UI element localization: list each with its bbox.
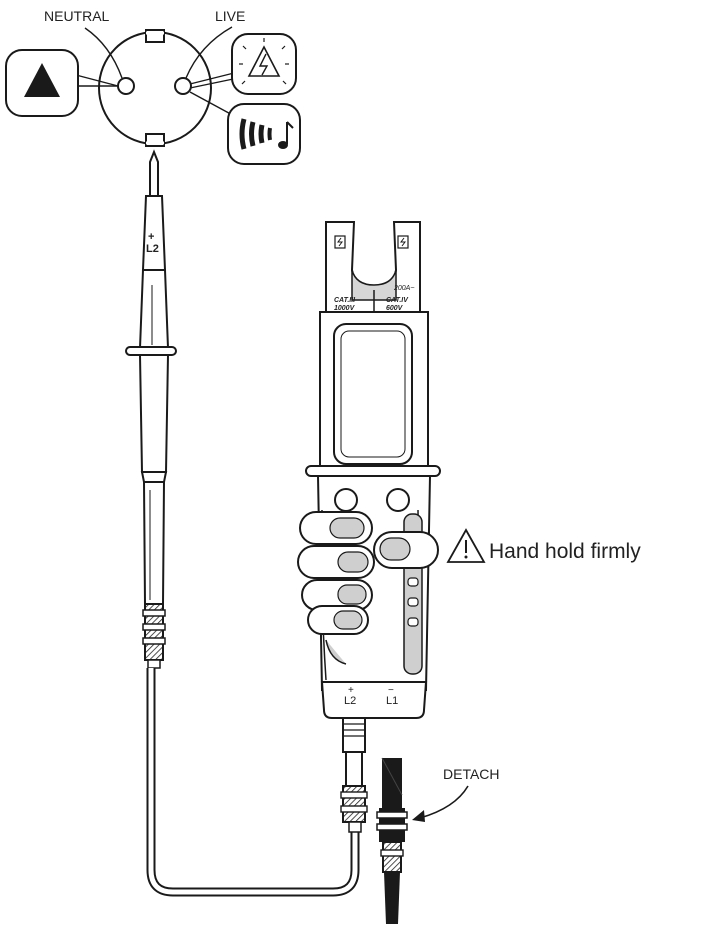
right-button[interactable] xyxy=(386,488,410,512)
detached-connector[interactable] xyxy=(376,757,408,924)
caution-note: Hand hold firmly xyxy=(446,528,641,563)
caution-triangle-icon xyxy=(446,528,486,563)
jaw-amps-label: 200A~ xyxy=(393,285,414,292)
l2-connector[interactable] xyxy=(340,717,368,833)
hand-hold-label: Hand hold firmly xyxy=(489,540,641,563)
jaw-cat-right-2: 600V xyxy=(386,305,404,312)
probe-finger-guard xyxy=(125,346,177,356)
neutral-hole xyxy=(117,77,135,95)
probe-port-label: L2 xyxy=(146,243,159,255)
detach-arrowhead xyxy=(412,810,425,822)
triangle-up-icon xyxy=(5,49,79,117)
neutral-label: NEUTRAL xyxy=(44,8,110,24)
port-l2-sign: + xyxy=(348,685,354,696)
detach-arrow xyxy=(419,785,469,819)
detach-label: DETACH xyxy=(443,766,500,782)
high-voltage-warning-icon xyxy=(231,33,297,95)
live-hole xyxy=(174,77,192,95)
live-leader xyxy=(185,26,233,79)
clamp-jaws[interactable]: 200A~ CAT.III 1000V CAT.IV 600V xyxy=(325,221,421,313)
probe-strain-relief xyxy=(142,603,166,669)
tester-base xyxy=(320,681,428,719)
jaw-cat-left-1: CAT.III xyxy=(334,297,356,304)
test-probe[interactable]: + L2 xyxy=(125,149,177,669)
neutral-leader xyxy=(84,27,123,79)
port-l2-label: L2 xyxy=(344,695,356,707)
clamp-tester: 200A~ CAT.III 1000V CAT.IV 600V xyxy=(297,221,441,833)
tester-finger-guard xyxy=(305,465,441,477)
jaw-cat-right-1: CAT.IV xyxy=(386,297,409,304)
probe-sign: + xyxy=(148,231,154,243)
jaw-cat-left-2: 1000V xyxy=(334,305,356,312)
port-l1-sign: − xyxy=(388,685,394,696)
live-label: LIVE xyxy=(215,8,245,24)
socket-inset: NEUTRAL LIVE xyxy=(5,8,301,165)
port-l1-label: L1 xyxy=(386,695,398,707)
socket-face xyxy=(98,29,212,147)
left-button[interactable] xyxy=(334,488,358,512)
tester-display xyxy=(333,323,413,465)
hand-fingers xyxy=(297,511,439,635)
beeper-sound-icon xyxy=(227,103,301,165)
